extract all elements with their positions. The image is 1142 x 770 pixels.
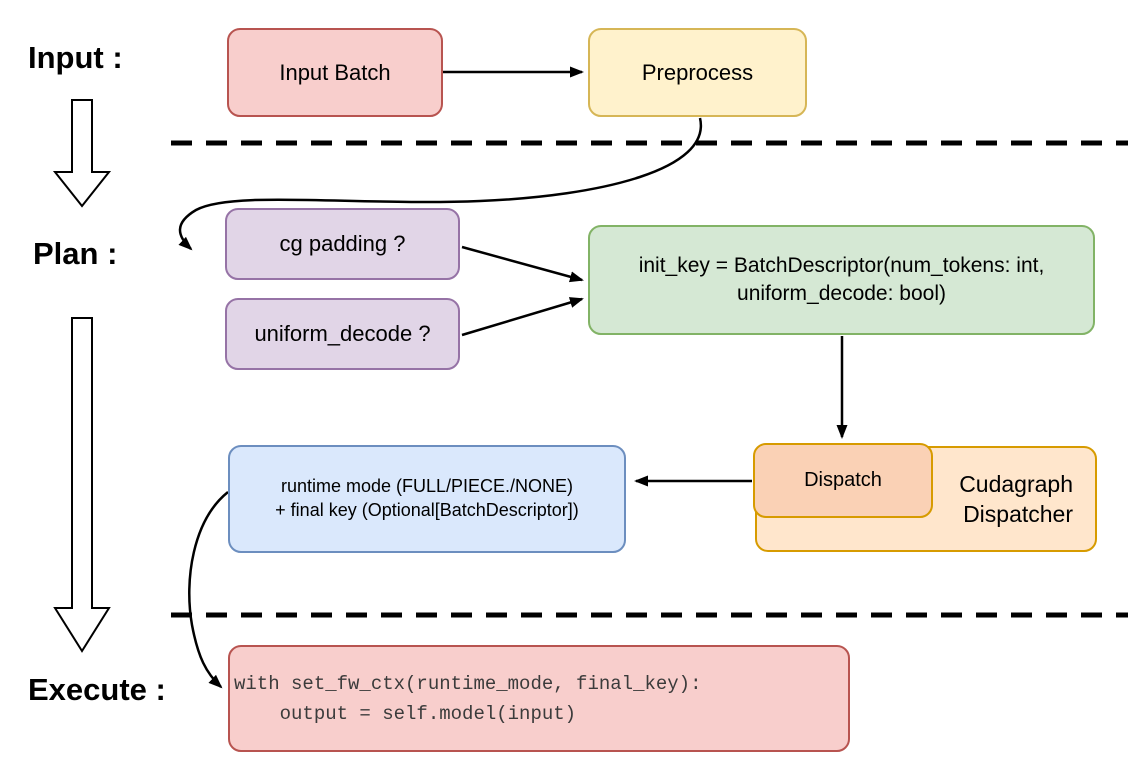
node-execute-code-line2: output = self.model(input) bbox=[234, 702, 577, 725]
node-dispatch-label: Dispatch bbox=[804, 469, 882, 492]
stage-arrow-plan-to-execute bbox=[53, 317, 111, 653]
node-init-key: init_key = BatchDescriptor(num_tokens: i… bbox=[588, 225, 1095, 335]
node-init-key-line2: uniform_decode: bool) bbox=[737, 282, 946, 305]
node-cudagraph-dispatcher-line2: Dispatcher bbox=[963, 501, 1073, 527]
node-dispatch: Dispatch bbox=[753, 443, 933, 518]
node-uniform-decode: uniform_decode ? bbox=[225, 298, 460, 370]
node-input-batch: Input Batch bbox=[227, 28, 443, 117]
node-uniform-decode-label: uniform_decode ? bbox=[254, 321, 431, 347]
node-runtime-mode-line1: runtime mode (FULL/PIECE./NONE) bbox=[280, 476, 574, 497]
arrow-runtime-to-code bbox=[188, 491, 229, 689]
node-runtime-mode-line2: + final key (Optional[BatchDescriptor]) bbox=[275, 500, 579, 520]
node-cg-padding: cg padding ? bbox=[225, 208, 460, 280]
stage-arrow-input-to-plan bbox=[52, 99, 112, 208]
node-cg-padding-label: cg padding ? bbox=[279, 231, 406, 257]
node-preprocess: Preprocess bbox=[588, 28, 807, 117]
node-preprocess-label: Preprocess bbox=[641, 59, 754, 85]
node-runtime-mode: runtime mode (FULL/PIECE./NONE) + final … bbox=[228, 445, 626, 553]
arrow-uniformdecode-to-initkey bbox=[461, 297, 584, 337]
stage-label-execute: Execute : bbox=[28, 672, 166, 707]
arrow-cgpadding-to-initkey bbox=[461, 245, 584, 283]
stage-label-plan: Plan : bbox=[33, 236, 118, 271]
stage-label-input: Input : bbox=[28, 40, 123, 75]
node-input-batch-label: Input Batch bbox=[279, 59, 391, 85]
node-execute-code: with set_fw_ctx(runtime_mode, final_key)… bbox=[228, 645, 850, 752]
node-init-key-line1: init_key = BatchDescriptor(num_tokens: i… bbox=[638, 254, 1045, 278]
node-execute-code-line1: with set_fw_ctx(runtime_mode, final_key)… bbox=[234, 672, 702, 695]
node-cudagraph-dispatcher-line1: Cudagraph bbox=[959, 470, 1073, 497]
